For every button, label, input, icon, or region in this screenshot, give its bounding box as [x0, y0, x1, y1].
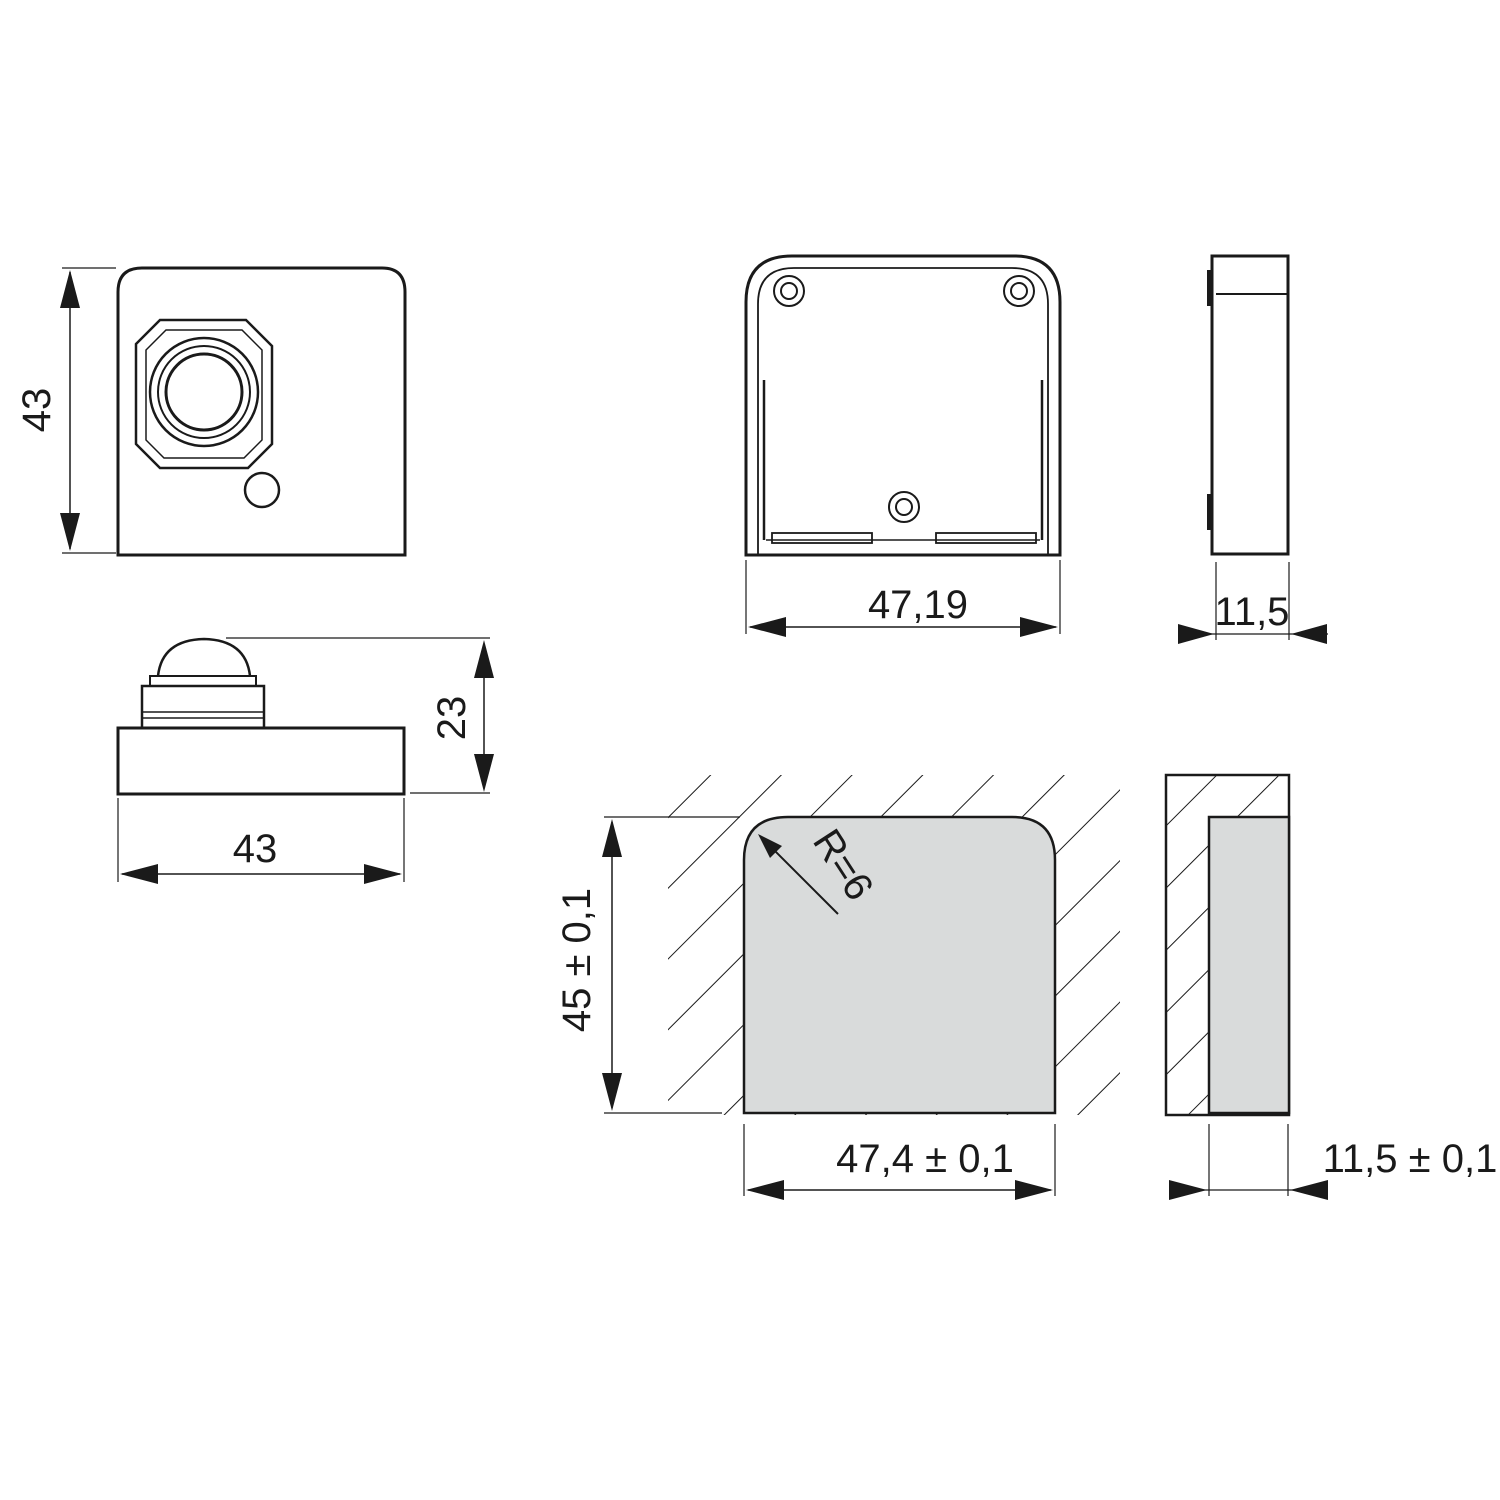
cutout-height-label: 45 ± 0,1 — [555, 888, 599, 1032]
depth-view — [1178, 254, 1328, 644]
lens-ring-icon — [148, 336, 260, 448]
side-height-label: 23 — [430, 696, 474, 741]
side-housing-outline — [116, 726, 406, 796]
cutout-section-view — [1164, 773, 1328, 1200]
front-housing-outline — [116, 266, 407, 557]
screw-hole-icon — [1003, 275, 1035, 307]
led-indicator-icon — [243, 471, 281, 509]
lens-gland-icon — [134, 318, 274, 470]
back-housing-outline — [744, 254, 1062, 557]
cutout-opening — [742, 815, 1057, 1115]
front-width-label: 43 — [233, 827, 278, 871]
front-height-label: 43 — [15, 388, 59, 433]
dome-icon — [156, 637, 252, 677]
screw-hole-icon — [888, 491, 920, 523]
lens-icon — [164, 352, 244, 432]
back-view — [744, 254, 1062, 637]
cutout-depth-label: 11,5 ± 0,1 — [1323, 1137, 1498, 1181]
front-view — [60, 266, 407, 557]
back-width-label: 47,19 — [868, 583, 968, 627]
cutout-view — [602, 775, 1120, 1200]
cutout-width-label: 47,4 ± 0,1 — [836, 1137, 1014, 1181]
back-depth-label: 11,5 — [1215, 590, 1290, 634]
depth-housing-outline — [1210, 254, 1290, 556]
cutout-pocket — [1207, 815, 1291, 1115]
side-view — [116, 637, 494, 884]
screw-hole-icon — [773, 275, 805, 307]
